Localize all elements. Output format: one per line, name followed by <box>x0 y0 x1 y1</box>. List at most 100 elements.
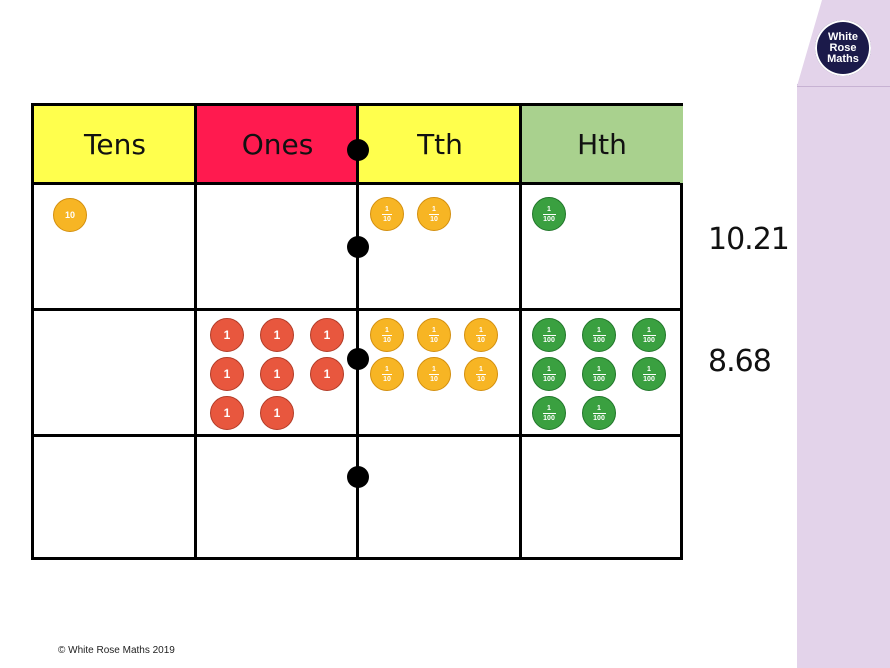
header-tens: Tens <box>34 106 196 183</box>
row-1-value: 10.21 <box>708 222 790 257</box>
one-counter: 1 <box>260 357 294 391</box>
one-counter: 1 <box>260 318 294 352</box>
white-rose-maths-logo: White Rose Maths <box>815 20 871 76</box>
column-divider <box>519 106 522 557</box>
logo-line-1: White <box>828 30 858 43</box>
counter-denominator: 10 <box>430 336 438 344</box>
counter-denominator: 10 <box>383 336 391 344</box>
logo-line-2: Rose <box>829 41 857 54</box>
counter-denominator: 10 <box>477 336 485 344</box>
header-label: Ones <box>241 128 314 161</box>
counter-denominator: 10 <box>477 375 485 383</box>
counter-denominator: 10 <box>383 215 391 223</box>
logo-line-3: Maths <box>827 52 859 65</box>
one-counter: 1 <box>210 396 244 430</box>
counter-label: 1 <box>223 328 231 342</box>
counter-denominator: 100 <box>593 336 605 344</box>
fraction-bar <box>429 373 439 375</box>
counter-denominator: 100 <box>543 375 555 383</box>
column-divider <box>194 106 197 557</box>
row-2-value: 8.68 <box>708 344 772 379</box>
counter-label: 1 <box>273 367 281 381</box>
row-divider <box>34 308 680 311</box>
fraction-bar <box>542 213 556 215</box>
row-divider <box>34 182 680 185</box>
fraction-bar <box>642 334 656 336</box>
counter-numerator: 1 <box>547 326 551 334</box>
counter-numerator: 1 <box>432 205 436 213</box>
header-tenths: Tth <box>359 106 521 183</box>
sidebar-panel <box>797 0 890 668</box>
counter-numerator: 1 <box>385 326 389 334</box>
fraction-bar <box>592 334 606 336</box>
counter-numerator: 1 <box>547 404 551 412</box>
header-ones: Ones <box>196 106 359 183</box>
counter-numerator: 1 <box>385 365 389 373</box>
one-counter: 1 <box>210 357 244 391</box>
counter-label: 10 <box>64 210 75 220</box>
decimal-point <box>347 236 369 258</box>
header-hundredths: Hth <box>521 106 683 183</box>
counter-numerator: 1 <box>597 365 601 373</box>
decimal-point <box>347 139 369 161</box>
fraction-bar <box>592 373 606 375</box>
one-counter: 1 <box>310 318 344 352</box>
counter-denominator: 10 <box>430 215 438 223</box>
counter-label: 1 <box>223 367 231 381</box>
fraction-bar <box>429 334 439 336</box>
counter-numerator: 1 <box>647 326 651 334</box>
counter-denominator: 100 <box>543 414 555 422</box>
decimal-point <box>347 348 369 370</box>
column-divider <box>356 106 359 557</box>
header-label: Tth <box>417 128 463 161</box>
fraction-bar <box>542 373 556 375</box>
counter-numerator: 1 <box>647 365 651 373</box>
header-label: Hth <box>577 128 627 161</box>
fraction-bar <box>382 213 392 215</box>
fraction-bar <box>642 373 656 375</box>
one-counter: 1 <box>260 396 294 430</box>
counter-label: 1 <box>223 406 231 420</box>
counter-numerator: 1 <box>432 326 436 334</box>
counter-label: 1 <box>323 367 331 381</box>
row-divider <box>34 434 680 437</box>
one-counter: 1 <box>310 357 344 391</box>
counter-denominator: 10 <box>430 375 438 383</box>
counter-numerator: 1 <box>432 365 436 373</box>
one-counter: 1 <box>210 318 244 352</box>
fraction-bar <box>382 373 392 375</box>
copyright-notice: © White Rose Maths 2019 <box>58 645 175 656</box>
counter-denominator: 100 <box>543 336 555 344</box>
counter-numerator: 1 <box>597 326 601 334</box>
fraction-bar <box>542 334 556 336</box>
counter-denominator: 100 <box>643 375 655 383</box>
fraction-bar <box>476 334 486 336</box>
counter-label: 1 <box>273 406 281 420</box>
counter-numerator: 1 <box>547 205 551 213</box>
header-label: Tens <box>84 128 146 161</box>
counter-denominator: 100 <box>543 215 555 223</box>
counter-denominator: 100 <box>593 414 605 422</box>
fraction-bar <box>382 334 392 336</box>
fraction-bar <box>542 412 556 414</box>
counter-numerator: 1 <box>479 326 483 334</box>
decimal-point <box>347 466 369 488</box>
ten-counter: 10 <box>53 198 87 232</box>
fraction-bar <box>592 412 606 414</box>
